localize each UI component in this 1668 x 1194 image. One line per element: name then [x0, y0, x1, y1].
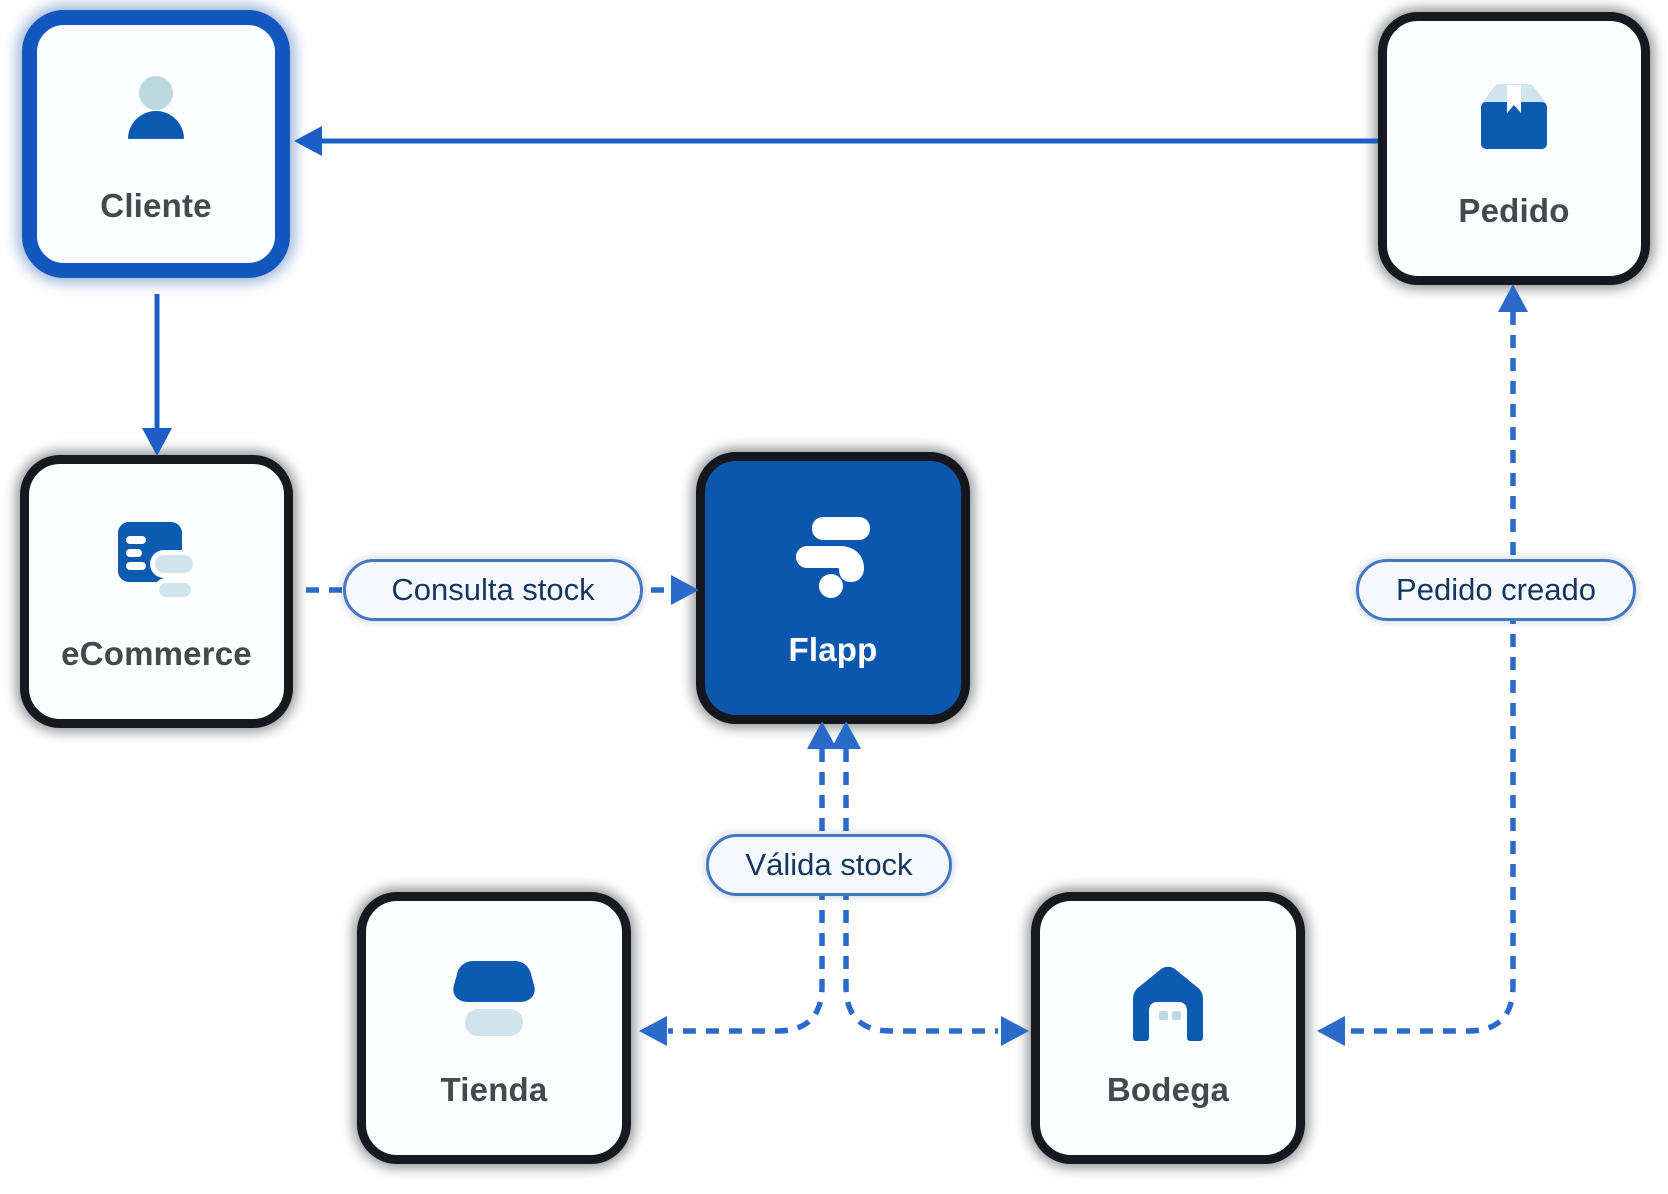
flapp-logo-icon: [786, 510, 881, 605]
arrowhead-up-into-flapp-right: [831, 721, 861, 749]
edge-label-consulta-stock: Consulta stock: [343, 559, 643, 621]
arrowhead-into-tienda: [639, 1016, 667, 1046]
edge-label-pedido-creado: Pedido creado: [1356, 559, 1636, 621]
node-label: Bodega: [1106, 1071, 1230, 1108]
node-cliente: Cliente: [22, 10, 290, 278]
node-flapp: Flapp: [696, 452, 970, 724]
node-ecommerce: eCommerce: [20, 455, 293, 728]
person-icon: [109, 66, 204, 161]
node-label: eCommerce: [61, 634, 252, 672]
node-label: Pedido: [1458, 191, 1570, 229]
arrowhead-into-bodega-right: [1317, 1016, 1345, 1046]
arrowhead-into-ecommerce: [142, 428, 172, 456]
store-icon: [447, 950, 542, 1045]
node-bodega: Bodega: [1031, 892, 1305, 1164]
node-tienda: Tienda: [357, 892, 631, 1164]
storefront-icon: [109, 514, 204, 609]
arrowhead-up-into-pedido: [1498, 284, 1528, 312]
arrowhead-into-bodega-left: [1001, 1016, 1029, 1046]
package-icon: [1467, 71, 1562, 166]
arrowhead-up-into-flapp-left: [807, 721, 837, 749]
edge-label-valida-stock: Válida stock: [706, 834, 952, 896]
node-label: Tienda: [440, 1071, 548, 1108]
arrowhead-into-flapp: [671, 575, 699, 605]
arrowhead-into-cliente: [294, 126, 322, 156]
node-label: Cliente: [100, 187, 212, 224]
connector-bodega-pedido: [1348, 312, 1516, 1034]
node-label: Flapp: [788, 631, 878, 668]
node-pedido: Pedido: [1378, 12, 1650, 285]
warehouse-icon: [1121, 950, 1216, 1045]
